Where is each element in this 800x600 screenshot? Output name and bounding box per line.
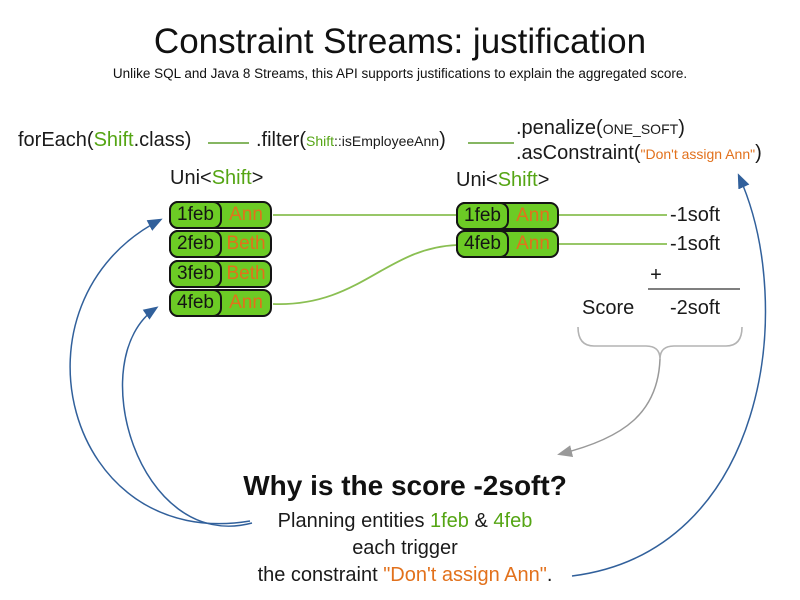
right-shift-row-1feb: 1feb Ann: [456, 202, 559, 230]
shift-date-cell: 1feb: [456, 202, 509, 230]
code-filter-arg-class: Shift: [306, 133, 335, 149]
code-foreach-arg: Shift: [93, 129, 134, 151]
code-filter-post: ): [439, 129, 446, 151]
right-uni-post: >: [537, 169, 550, 191]
shift-date-cell: 3feb: [169, 260, 222, 288]
sum-plus-sign: +: [650, 264, 662, 286]
right-shift-row-4feb: 4feb Ann: [456, 230, 559, 258]
shift-employee-cell: Ann: [516, 205, 550, 226]
code-penalize-arg: ONE_SOFT: [602, 121, 679, 137]
code-filter-arg-method: ::isEmployeeAnn: [334, 133, 440, 149]
penalty-label-2: -1soft: [670, 233, 721, 255]
shift-employee-cell: Ann: [229, 292, 263, 313]
code-asconstraint-pre: .asConstraint(: [516, 142, 641, 164]
shift-employee-cell: Ann: [516, 233, 550, 254]
arrow-why-to-1feb: [69, 218, 251, 525]
left-uni-arg: Shift: [211, 167, 252, 189]
left-stream-type-label: Uni<Shift>: [170, 167, 263, 190]
arrow-why-to-constraint: [571, 173, 767, 577]
code-foreach: forEach(Shift.class): [18, 129, 191, 152]
left-uni-pre: Uni<: [170, 167, 212, 189]
code-penalize-post: ): [678, 117, 685, 139]
why-line-1: Planning entities 1feb & 4feb: [5, 510, 800, 533]
left-shift-row-1feb: 1feb Ann: [169, 201, 272, 229]
score-underbrace: [577, 326, 743, 360]
arrow-why-to-4feb: [121, 306, 253, 527]
right-uni-arg: Shift: [497, 169, 538, 191]
score-total-value: -2soft: [670, 297, 721, 319]
code-asconstraint-post: ): [755, 142, 762, 164]
shift-date-cell: 1feb: [169, 201, 222, 229]
why-line-3: the constraint "Don't assign Ann".: [5, 564, 800, 587]
code-filter-pre: .filter(: [256, 129, 306, 151]
shift-date-cell: 2feb: [169, 230, 222, 258]
shift-date-cell: 4feb: [456, 230, 509, 258]
code-penalize: .penalize(ONE_SOFT): [516, 117, 685, 140]
code-penalize-pre: .penalize(: [516, 117, 603, 139]
why-heading: Why is the score -2soft?: [243, 470, 567, 501]
why-line-2: each trigger: [352, 537, 458, 559]
why-line3-constraint: "Don't assign Ann": [383, 564, 547, 586]
code-asconstraint-arg: "Don't assign Ann": [640, 146, 756, 162]
left-shift-row-4feb: 4feb Ann: [169, 289, 272, 317]
shift-employee-cell: Ann: [229, 204, 263, 225]
code-foreach-post: .class): [133, 129, 192, 151]
code-asconstraint: .asConstraint("Don't assign Ann"): [516, 142, 762, 165]
why-line1-entity1: 1feb: [430, 510, 469, 532]
why-line1-pre: Planning entities: [277, 510, 430, 532]
page-title: Constraint Streams: justification: [153, 22, 647, 61]
why-line1-entity2: 4feb: [493, 510, 533, 532]
why-line3-pre: the constraint: [257, 564, 384, 586]
shift-employee-cell: Beth: [226, 263, 266, 284]
code-filter: .filter(Shift::isEmployeeAnn): [256, 129, 446, 152]
code-foreach-pre: forEach(: [18, 129, 94, 151]
why-line3-post: .: [546, 564, 553, 586]
right-uni-pre: Uni<: [456, 169, 498, 191]
why-line1-mid: &: [468, 510, 494, 532]
shift-employee-cell: Beth: [226, 233, 266, 254]
left-shift-row-2feb: 2feb Beth: [169, 230, 272, 258]
penalty-label-1: -1soft: [670, 204, 721, 226]
left-shift-row-3feb: 3feb Beth: [169, 260, 272, 288]
score-label: Score: [582, 297, 635, 319]
arrow-score-to-why: [557, 358, 661, 457]
right-stream-type-label: Uni<Shift>: [456, 169, 549, 192]
shift-date-cell: 4feb: [169, 289, 222, 317]
page-subtitle: Unlike SQL and Java 8 Streams, this API …: [112, 66, 688, 81]
connector-left4feb-to-right4feb: [272, 244, 458, 305]
left-uni-post: >: [251, 167, 264, 189]
